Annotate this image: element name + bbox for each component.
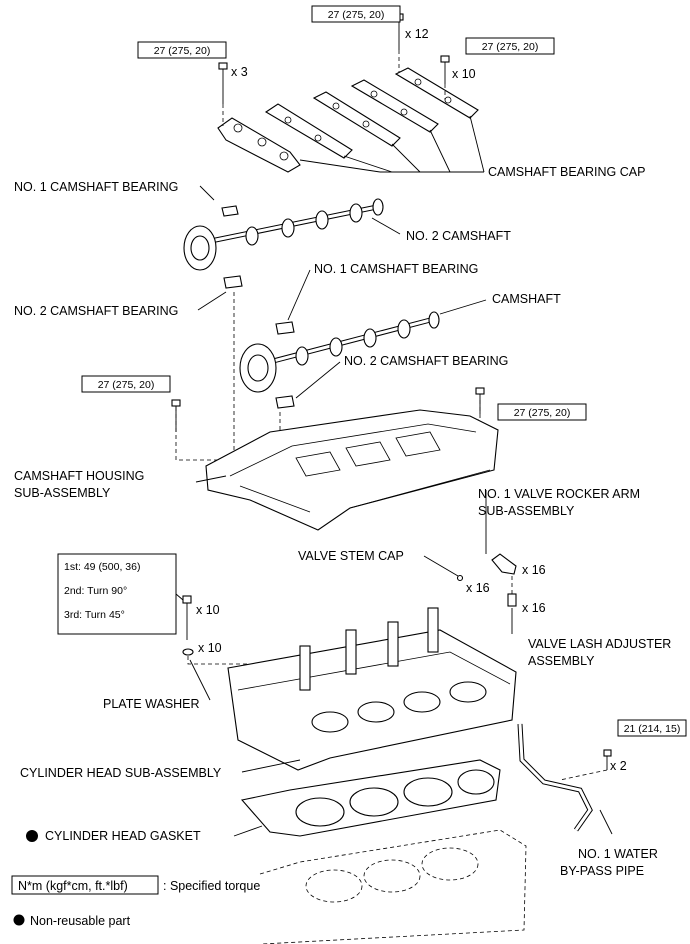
svg-text:27 (275, 20): 27 (275, 20) <box>482 41 539 53</box>
no2-camshaft <box>183 198 384 271</box>
camshaft-housing <box>205 409 499 531</box>
svg-text:2nd: Turn 90°: 2nd: Turn 90° <box>64 585 127 597</box>
label-housing-line2: SUB-ASSEMBLY <box>14 486 111 500</box>
torque-box-bearing-cap-right: 27 (275, 20) <box>465 37 555 55</box>
lash-adjuster <box>507 593 517 607</box>
qty-cap-bolts-small: x 3 <box>231 65 248 79</box>
cap-bolt-right <box>440 55 450 84</box>
legend-torque-unit: N*m (kgf*cm, ft.*lbf) <box>18 879 128 893</box>
cap-bolt-small <box>218 62 228 104</box>
rocker-arm <box>491 553 517 575</box>
label-water-line2: BY-PASS PIPE <box>560 864 644 878</box>
torque-box-water-pipe: 21 (214, 15) <box>617 719 687 737</box>
legend-nonreusable: Non-reusable part <box>13 914 131 928</box>
valve-stem-cap <box>456 574 464 582</box>
legend-torque: N*m (kgf*cm, ft.*lbf) : Specified torque <box>11 875 260 895</box>
camshaft-bearing-caps <box>217 67 479 173</box>
water-bypass-pipe <box>517 723 612 832</box>
svg-text:27 (275, 20): 27 (275, 20) <box>328 9 385 21</box>
engine-block <box>259 829 527 944</box>
plate-washer <box>182 648 194 656</box>
nonreusable-dot-gasket <box>26 830 38 842</box>
label-no2-camshaft: NO. 2 CAMSHAFT <box>406 229 511 243</box>
qty-plate-washers: x 10 <box>198 641 222 655</box>
qty-cap-bolts-right: x 10 <box>452 67 476 81</box>
no1-bearing-upper <box>221 205 239 217</box>
cylinder-head-gasket <box>240 759 501 837</box>
head-bolt <box>182 595 192 640</box>
nonreusable-dot-legend <box>13 914 25 926</box>
label-camshaft-bearing-cap: CAMSHAFT BEARING CAP <box>488 165 645 179</box>
svg-text:27 (275, 20): 27 (275, 20) <box>154 45 211 57</box>
svg-text:27 (275, 20): 27 (275, 20) <box>514 407 571 419</box>
torque-box-bearing-cap-top: 27 (275, 20) <box>311 5 401 23</box>
qty-head-bolts: x 10 <box>196 603 220 617</box>
svg-text:1st: 49 (500, 36): 1st: 49 (500, 36) <box>64 561 140 573</box>
label-cylinder-head: CYLINDER HEAD SUB-ASSEMBLY <box>20 766 222 780</box>
qty-lash-adjusters: x 16 <box>522 601 546 615</box>
cylinder-head <box>227 607 517 771</box>
label-no1-bearing-upper: NO. 1 CAMSHAFT BEARING <box>14 180 178 194</box>
legend-torque-desc: : Specified torque <box>163 879 260 893</box>
torque-box-housing-left: 27 (275, 20) <box>81 375 171 393</box>
label-gasket: CYLINDER HEAD GASKET <box>45 829 201 843</box>
housing-bolt-left <box>171 399 181 432</box>
svg-text:21 (214, 15): 21 (214, 15) <box>624 723 681 735</box>
qty-rocker-arms: x 16 <box>522 563 546 577</box>
label-plate-washer: PLATE WASHER <box>103 697 200 711</box>
label-no2-bearing-lower: NO. 2 CAMSHAFT BEARING <box>344 354 508 368</box>
svg-text:3rd: Turn 45°: 3rd: Turn 45° <box>64 609 125 621</box>
torque-box-housing-right: 27 (275, 20) <box>497 403 587 421</box>
label-no1-bearing-lower: NO. 1 CAMSHAFT BEARING <box>314 262 478 276</box>
svg-text:Non-reusable part: Non-reusable part <box>30 914 131 928</box>
no2-bearing-lower <box>275 395 295 409</box>
label-rocker-line1: NO. 1 VALVE ROCKER ARM <box>478 487 640 501</box>
label-no2-bearing-upper: NO. 2 CAMSHAFT BEARING <box>14 304 178 318</box>
svg-text:27 (275, 20): 27 (275, 20) <box>98 379 155 391</box>
housing-bolt-right <box>475 387 485 414</box>
qty-valve-stem-caps: x 16 <box>466 581 490 595</box>
label-housing-line1: CAMSHAFT HOUSING <box>14 469 144 483</box>
label-lash-line1: VALVE LASH ADJUSTER <box>528 637 671 651</box>
camshaft <box>239 311 440 393</box>
qty-pipe-bolts: x 2 <box>610 759 627 773</box>
label-rocker-line2: SUB-ASSEMBLY <box>478 504 575 518</box>
torque-box-bearing-cap-small: 27 (275, 20) <box>137 41 227 59</box>
no1-bearing-lower <box>275 321 295 335</box>
torque-box-head-bolt-steps: 1st: 49 (500, 36) 2nd: Turn 90° 3rd: Tur… <box>57 553 177 635</box>
label-valve-stem-cap: VALVE STEM CAP <box>298 549 404 563</box>
label-camshaft: CAMSHAFT <box>492 292 561 306</box>
qty-cap-bolts-top: x 12 <box>405 27 429 41</box>
label-lash-line2: ASSEMBLY <box>528 654 595 668</box>
label-water-line1: NO. 1 WATER <box>578 847 658 861</box>
no2-bearing-upper <box>223 275 243 289</box>
